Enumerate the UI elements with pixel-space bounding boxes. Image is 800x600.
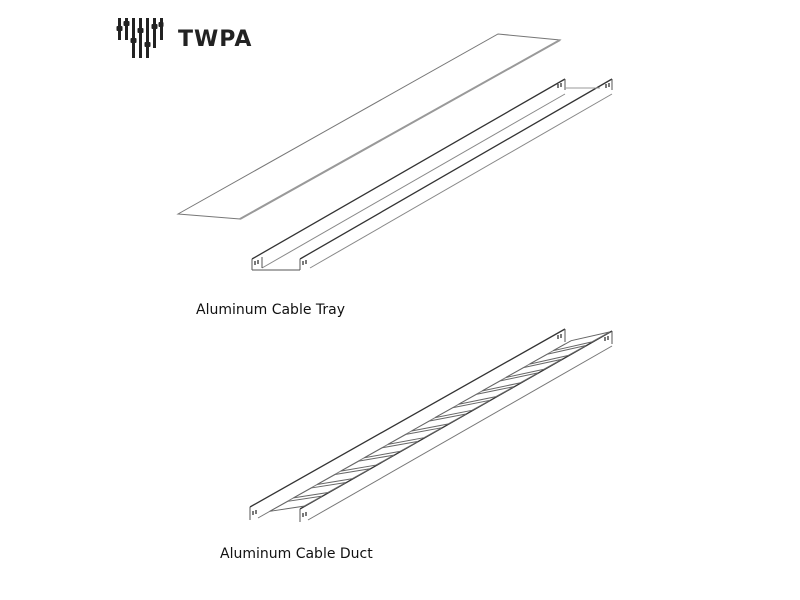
cable-tray <box>251 78 613 271</box>
ladder-rung <box>411 413 467 432</box>
ladder-rung <box>364 440 419 459</box>
caption-cable-tray: Aluminum Cable Tray <box>196 302 346 318</box>
ladder-rung <box>552 331 611 352</box>
ladder-rung <box>458 386 515 405</box>
cable-ladder <box>249 328 613 522</box>
ladder-rung <box>340 454 395 472</box>
ladder-rung <box>293 481 347 499</box>
brand-name: TWPA <box>178 27 253 52</box>
ladder-rung <box>387 427 443 445</box>
ladder-rung <box>316 468 371 486</box>
ladder-rung <box>269 495 323 512</box>
ladder-rung <box>482 372 539 392</box>
ladder-rung <box>505 358 563 378</box>
logo-icon <box>116 18 164 58</box>
ladder-rung <box>434 399 491 419</box>
caption-cable-duct: Aluminum Cable Duct <box>220 546 373 562</box>
tray-cover <box>176 33 562 220</box>
ladder-rung <box>529 345 587 365</box>
